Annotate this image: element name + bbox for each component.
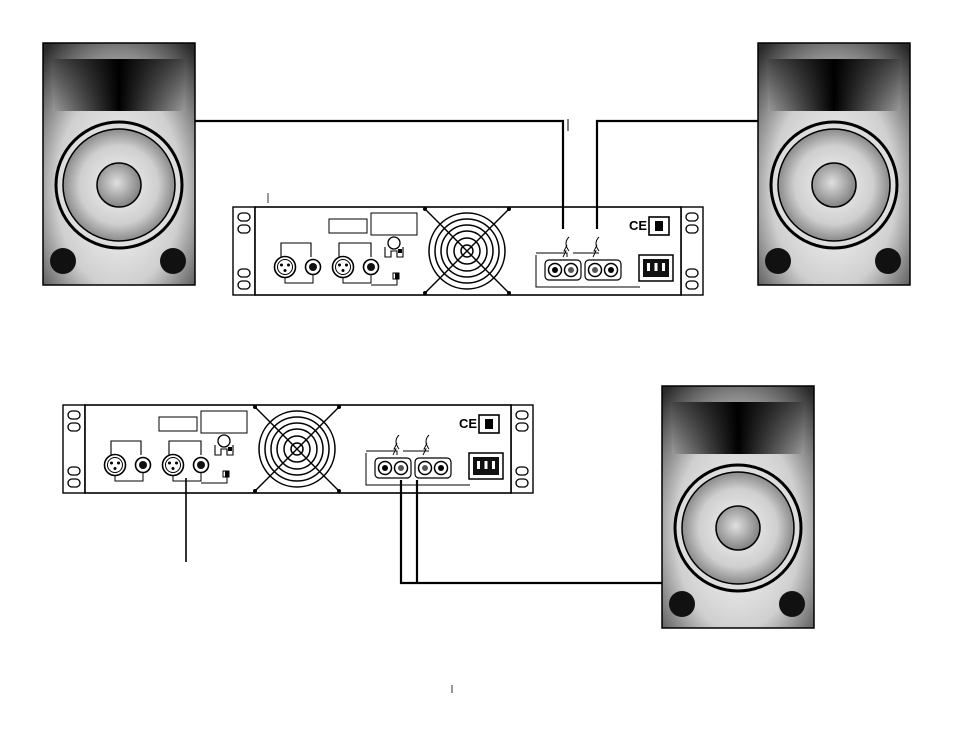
amplifier-rear-panel-top <box>233 207 703 295</box>
speaker-bridged <box>662 386 814 628</box>
speaker-left <box>43 43 195 285</box>
speaker-cable-bridged <box>401 480 662 583</box>
amplifier-rear-panel-bottom <box>63 405 533 493</box>
speaker-right <box>758 43 910 285</box>
